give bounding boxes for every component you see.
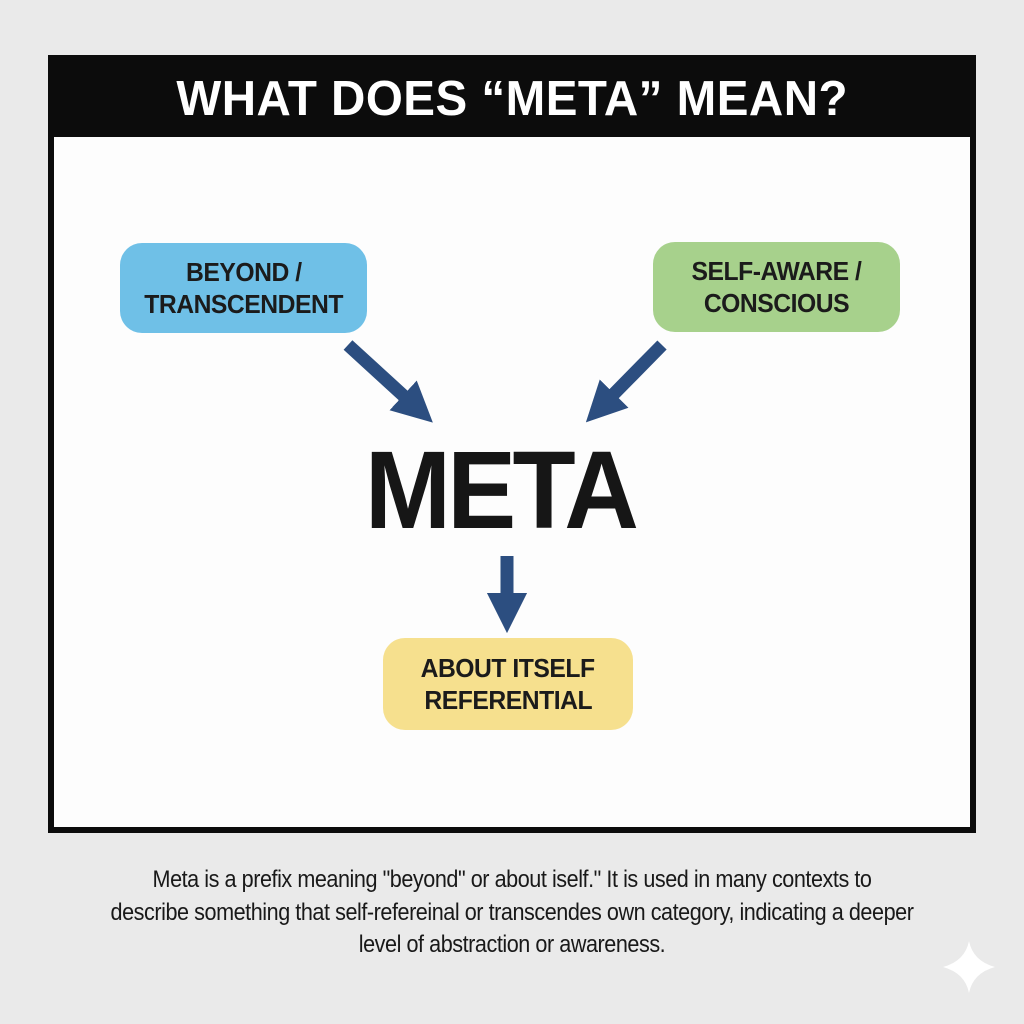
node-beyond-transcendent: BEYOND / TRANSCENDENT	[120, 243, 367, 333]
node-self-aware-conscious: SELF-AWARE / CONSCIOUS	[653, 242, 900, 332]
node-label-line1: ABOUT ITSELF	[420, 653, 596, 683]
node-about-itself-referential: ABOUT ITSELF REFERENTIAL	[383, 638, 633, 730]
node-label-line2: CONSCIOUS	[703, 288, 850, 318]
meta-term: META	[364, 429, 639, 552]
node-label-line2: REFERENTIAL	[424, 685, 592, 715]
node-label-line1: SELF-AWARE /	[691, 256, 862, 286]
definition-line-2: describe something that self-refereinal …	[110, 898, 914, 926]
definition-line-1: Meta is a prefix meaning "beyond" or abo…	[152, 866, 872, 893]
definition-text: Meta is a prefix meaning "beyond" or abo…	[51, 864, 973, 962]
page-title: WHAT DOES “META” MEAN?	[176, 72, 848, 126]
definition-line-3: level of abstraction or awareness.	[358, 931, 666, 958]
node-label-line1: BEYOND /	[185, 257, 302, 287]
node-label-line2: TRANSCENDENT	[144, 289, 343, 319]
title-bar: WHAT DOES “META” MEAN?	[54, 61, 970, 137]
